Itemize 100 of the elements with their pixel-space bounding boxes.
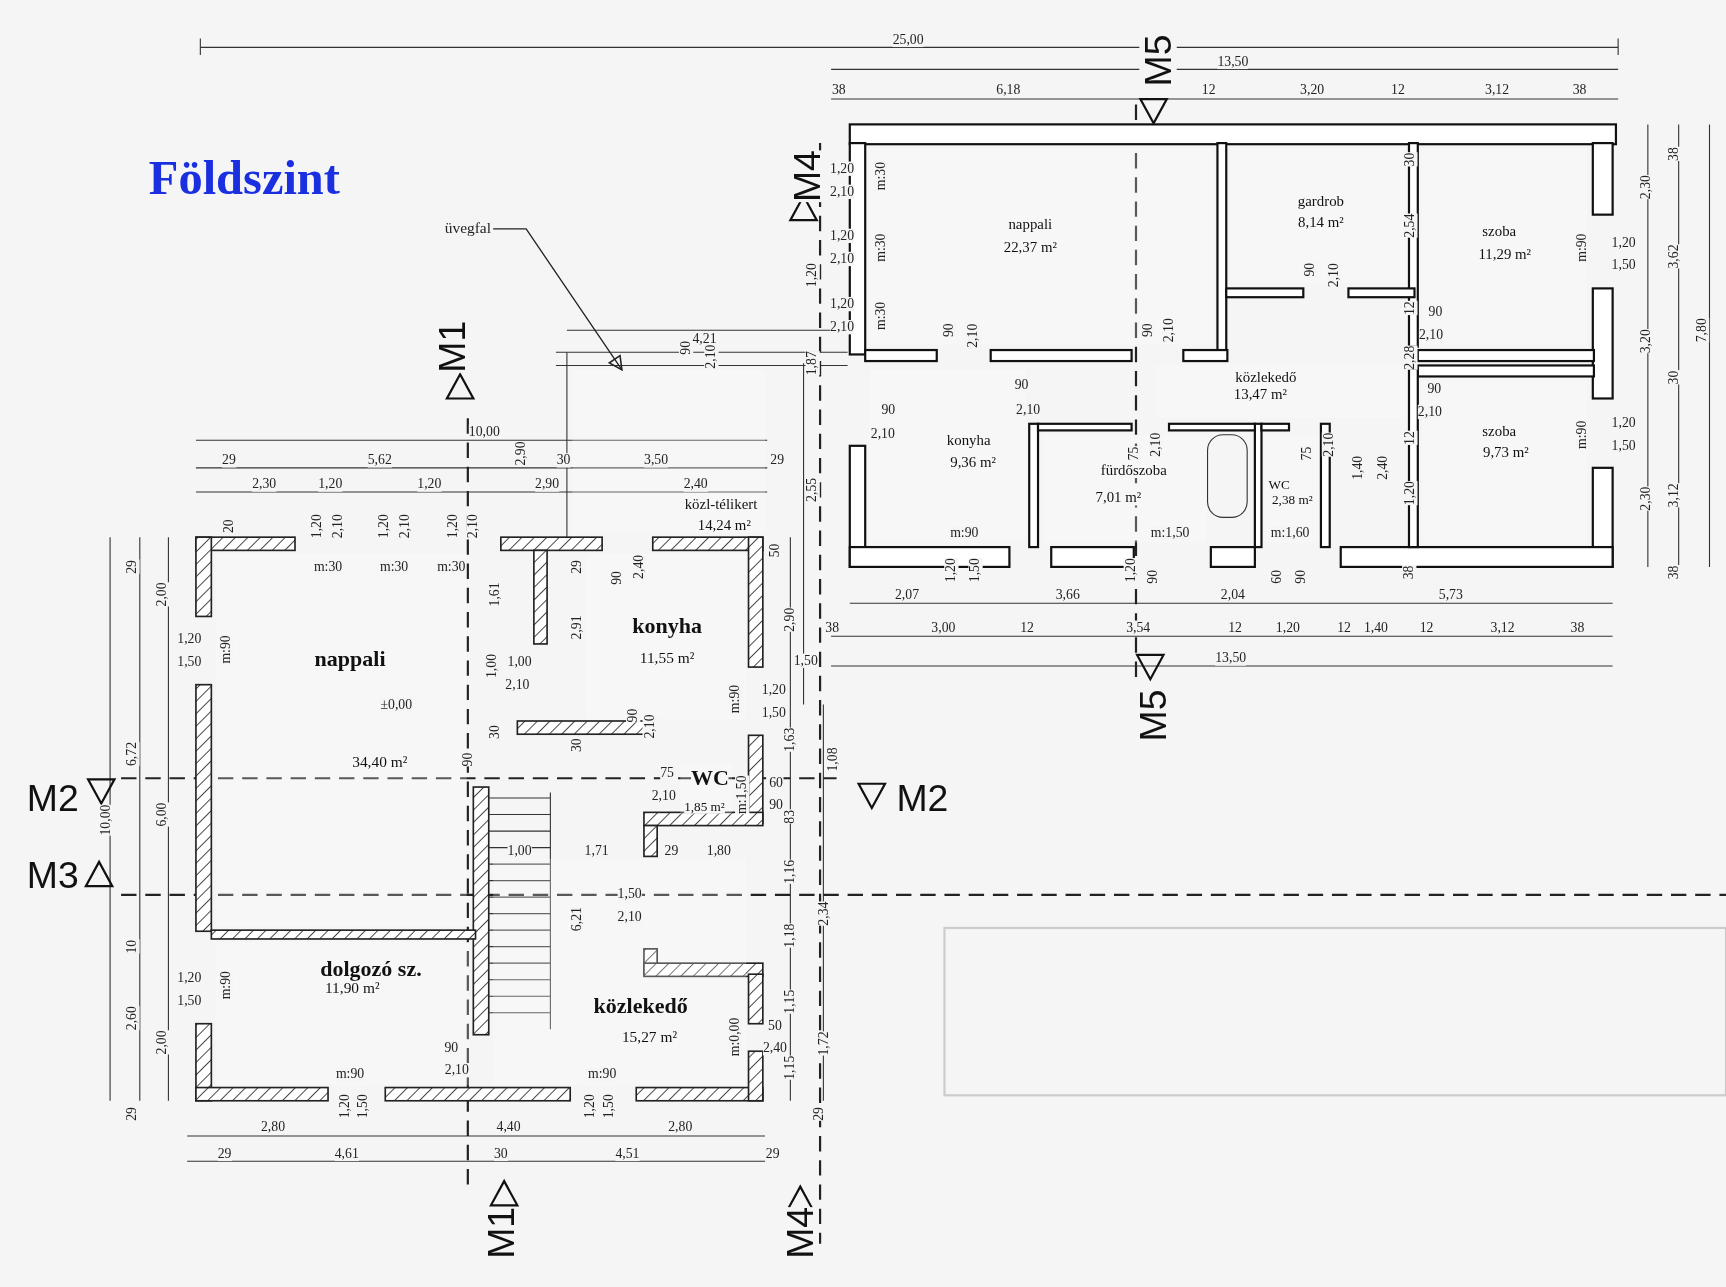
dimension-text: 29 (770, 453, 784, 467)
dimension-text: 2,10 (1162, 318, 1176, 343)
dimension-text: 90 (626, 708, 640, 723)
dimension-text: 1,20 (1611, 236, 1636, 251)
dimension-text: 1,15 (783, 1055, 798, 1080)
dimension-text: 2,54 (1403, 213, 1417, 238)
dimension-text: 10 (125, 939, 139, 954)
dimension-text: 1,50 (177, 654, 202, 669)
dimension-text: 2,04 (1220, 587, 1245, 602)
sill-height-text: m:90 (950, 525, 979, 540)
dimension-text: 12 (1020, 620, 1034, 635)
dimension-text: 1,20 (377, 514, 392, 539)
dimension-text: 2,10 (830, 184, 855, 199)
dimension-text: 90 (460, 752, 475, 767)
dimension-text: 1,80 (706, 844, 731, 858)
dimension-text: 1,63 (783, 727, 798, 752)
dimension-text: 29 (812, 1107, 826, 1121)
dimension-text: 2,40 (683, 477, 708, 492)
dimension-text: 3,12 (1490, 620, 1515, 635)
dimension-text: 1,72 (816, 1031, 831, 1056)
sill-height-text: m:30 (437, 560, 466, 574)
dimension-text: 4,40 (496, 1120, 521, 1135)
dimension-text: 1,16 (783, 859, 798, 884)
dimension-text: 30 (493, 1146, 508, 1161)
dimension-text: 4,51 (615, 1146, 640, 1161)
dimension-text: 2,34 (816, 901, 831, 926)
dimension-text: 2,10 (398, 514, 412, 539)
room-name: nappali (1008, 217, 1053, 232)
dimension-text: 2,40 (762, 1041, 787, 1055)
dimension-text: 6,18 (996, 83, 1021, 98)
dimension-text: 3,00 (931, 620, 956, 635)
title: Földszint (148, 150, 340, 207)
dimension-text: 3,20 (1300, 83, 1325, 98)
dimension-text: 1,20 (445, 514, 460, 539)
dimension-text: 75 (1299, 446, 1314, 461)
room-area-text: 8,14 m² (1298, 214, 1344, 230)
section-label: M5 (1139, 34, 1177, 87)
dimension-text: 12 (1228, 620, 1242, 635)
dimension-text: 2,10 (870, 426, 895, 441)
room-name: közl-télikert (684, 496, 758, 512)
dimension-text: 2,60 (125, 1006, 139, 1031)
sill-height-text: m:90 (218, 635, 233, 664)
dimension-text: 38 (1667, 565, 1682, 580)
room-area-text: 11,90 m² (324, 980, 380, 997)
leader-line (492, 228, 623, 371)
dimension-text: 2,90 (783, 607, 798, 632)
sill-height-text: m:30 (873, 162, 888, 191)
dimension-text: 1,20 (1275, 620, 1300, 635)
sill-height-text: m:0,00 (728, 1017, 743, 1057)
dimension-text: 75 (1126, 446, 1141, 461)
dimension-text: 6,21 (569, 907, 584, 932)
dimension-text: 2,90 (513, 441, 528, 466)
dimension-text: 90 (1145, 569, 1160, 584)
dimension-text: 29 (222, 453, 236, 467)
sill-height-text: m:30 (313, 560, 343, 574)
dimension-text: 60 (769, 775, 783, 790)
dimension-text: 3,62 (1667, 244, 1682, 269)
dimension-text: 90 (609, 571, 624, 585)
sill-height-text: m:30 (873, 301, 888, 331)
dimension-text: 29 (664, 844, 679, 858)
dimension-text: 1,20 (761, 683, 786, 698)
room-area-text: 11,29 m² (1478, 246, 1532, 262)
dimension-text: 60 (1270, 569, 1284, 584)
dimension-text: 90 (1303, 262, 1317, 277)
sill-height-text: m:90 (1574, 233, 1589, 262)
dimension-text: 4,61 (334, 1146, 359, 1161)
dimension-text: 90 (444, 1041, 459, 1055)
dimension-text: 90 (1427, 381, 1442, 396)
dimension-text: 90 (1294, 569, 1308, 584)
dimension-text: 1,00 (507, 654, 532, 669)
dimension-text: 50 (768, 543, 782, 558)
dimension-text: 12 (1337, 620, 1351, 635)
dimension-text: 3,54 (1126, 620, 1151, 635)
dimension-text: 5,62 (367, 453, 392, 467)
dimension-text: 1,50 (793, 653, 818, 668)
dimension-text: 2,10 (1418, 327, 1444, 342)
dimension-text: 1,20 (177, 970, 202, 985)
dimension-text: 29 (125, 1107, 139, 1121)
dimension-text: 1,20 (1123, 558, 1138, 583)
dimension-text: 2,80 (668, 1120, 693, 1135)
dimension-text: 1,18 (783, 923, 798, 948)
dimension-text: 29 (125, 560, 139, 574)
dimension-text: 1,20 (944, 558, 958, 583)
dimension-text: 30 (569, 738, 584, 753)
dimension-text: 1,50 (1611, 438, 1636, 453)
dimension-text: 1,20 (830, 161, 855, 176)
sill-height-text: m:1,50 (1150, 525, 1190, 540)
dimension-text: 75 (660, 765, 674, 780)
dimension-text: 2,10 (1016, 402, 1041, 417)
dimension-text: 6,72 (125, 742, 139, 767)
dimension-text: 90 (678, 340, 693, 355)
dimension-text: 90 (1141, 323, 1155, 338)
dimension-text: 20 (222, 519, 236, 534)
dimension-text: 1,50 (177, 993, 202, 1008)
room-area-text: 1,85 m² (684, 800, 725, 814)
dimension-text: 1,20 (318, 477, 343, 492)
dimension-text: 12 (1403, 431, 1417, 445)
dimension-text: 2,10 (444, 1063, 469, 1077)
dimension-text: 29 (217, 1146, 232, 1161)
elevation-text: ±0,00 (380, 697, 413, 712)
